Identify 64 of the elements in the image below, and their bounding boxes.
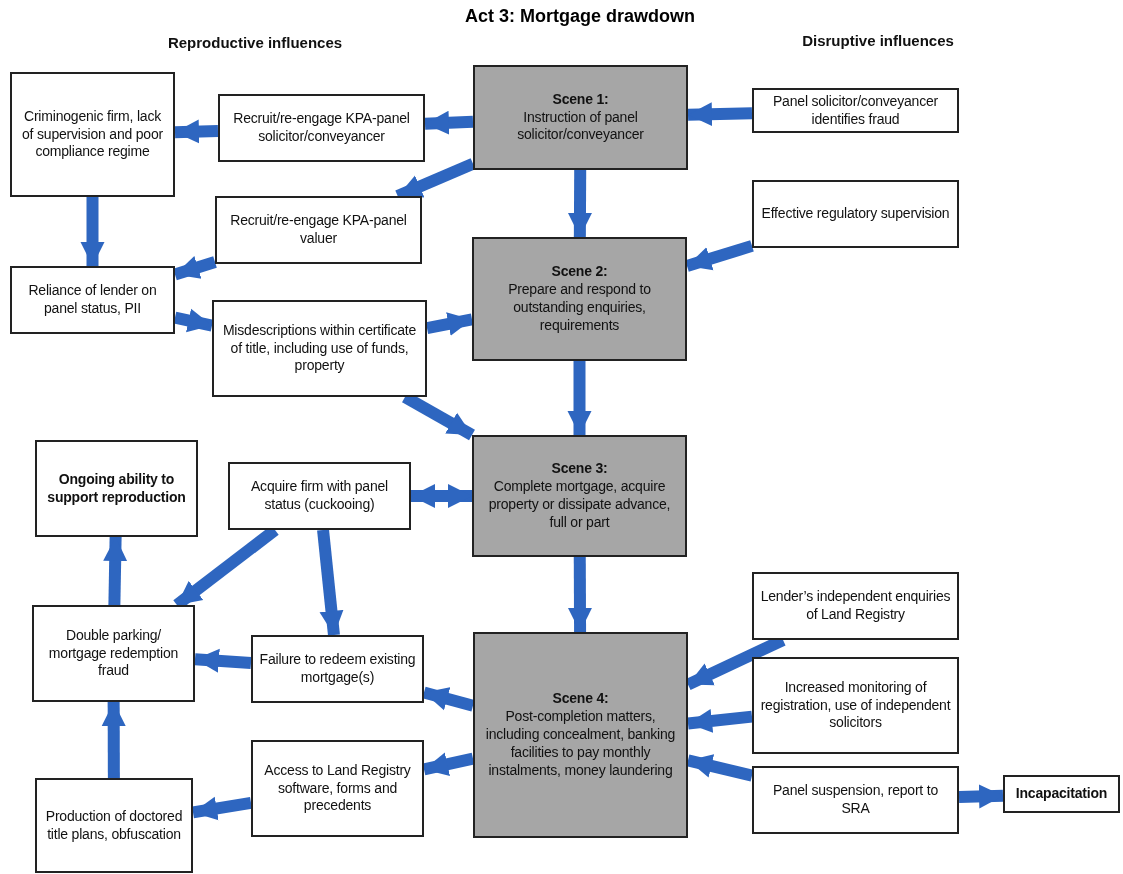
influence-box [215, 196, 422, 264]
double-arrow [411, 484, 472, 508]
scene-box [472, 237, 687, 361]
influence-box [752, 180, 959, 248]
scene-heading: Scene 1: [552, 90, 609, 109]
block-arrow [101, 701, 126, 779]
node-text: Reliance of lender on panel status, PII [27, 282, 158, 318]
column-heading: Reproductive influences [167, 34, 343, 51]
scene-heading: Scene 4: [552, 690, 609, 709]
scene-heading: Scene 3: [551, 460, 608, 479]
node-text: Production of doctored title plans, obfuscation [44, 807, 184, 844]
block-arrow [80, 197, 105, 266]
block-arrow [192, 796, 252, 821]
influence-box [10, 266, 175, 334]
influence-box [228, 462, 411, 530]
block-arrow [567, 556, 592, 633]
block-arrow [174, 119, 219, 144]
influence-box [32, 605, 195, 702]
block-arrow [567, 361, 592, 435]
block-arrow [317, 529, 344, 636]
block-arrow [687, 709, 753, 733]
influence-box [251, 740, 424, 837]
node-text: Incapacitation [1015, 785, 1108, 803]
influence-box [35, 778, 193, 873]
node-text: Lender’s independent enquiries of Land Registry [760, 588, 951, 624]
scene-box [473, 632, 688, 838]
outcome-box [35, 440, 198, 537]
influence-box [10, 72, 175, 197]
node-text: Panel solicitor/conveyancer identifies fraud [772, 92, 939, 129]
scene-box [473, 65, 688, 170]
node-text: Post-completion matters, including concealment, banking facilities to pay monthly instalments, money laundering [484, 708, 677, 780]
node-text: Instruction of panel solicitor/conveyancer [516, 108, 645, 145]
node-text: Acquire firm with panel status (cuckooing) [250, 478, 389, 514]
node-text: Double parking/ mortgage redemption fraud [47, 626, 180, 681]
node-text: Recruit/re-engage KPA-panel solicitor/conveyancer [232, 110, 411, 146]
node-text: Panel suspension, report to SRA [771, 782, 939, 818]
node-text: Failure to redeem existing mortgage(s) [259, 651, 416, 687]
block-arrow [103, 536, 128, 606]
node-text: Access to Land Registry software, forms and precedents [263, 761, 412, 816]
block-arrow [194, 648, 252, 673]
diagram-title: Act 3: Mortgage drawdown [465, 6, 695, 27]
node-text: Increased monitoring of registration, use of independent solicitors [760, 678, 951, 733]
node-text: Misdescriptions within certificate of title, including use of funds, property [221, 321, 418, 376]
block-arrow [567, 169, 592, 238]
influence-box [752, 88, 959, 133]
scene-box [472, 435, 687, 557]
block-arrow [687, 102, 753, 127]
node-text: Recruit/re-engage KPA-panel valuer [229, 212, 408, 248]
influence-box [218, 94, 425, 162]
influence-box [251, 635, 424, 703]
scene-heading: Scene 2: [551, 263, 608, 282]
node-text: Complete mortgage, acquire property or dissipate advance, full or part [487, 478, 672, 532]
influence-box [752, 657, 959, 754]
node-text: Criminogenic firm, lack of supervision and poor compliance regime [21, 107, 164, 162]
node-text: Effective regulatory supervision [761, 205, 950, 223]
node-text: Prepare and respond to outstanding enquiries, requirements [507, 281, 652, 335]
influence-box [752, 766, 959, 834]
influence-box [752, 572, 959, 640]
column-heading: Disruptive influences [802, 32, 954, 49]
block-arrow [424, 110, 474, 135]
block-arrow [958, 784, 1004, 809]
outcome-box [1003, 775, 1120, 813]
influence-box [212, 300, 427, 397]
node-text: Ongoing ability to support reproduction [46, 470, 187, 507]
